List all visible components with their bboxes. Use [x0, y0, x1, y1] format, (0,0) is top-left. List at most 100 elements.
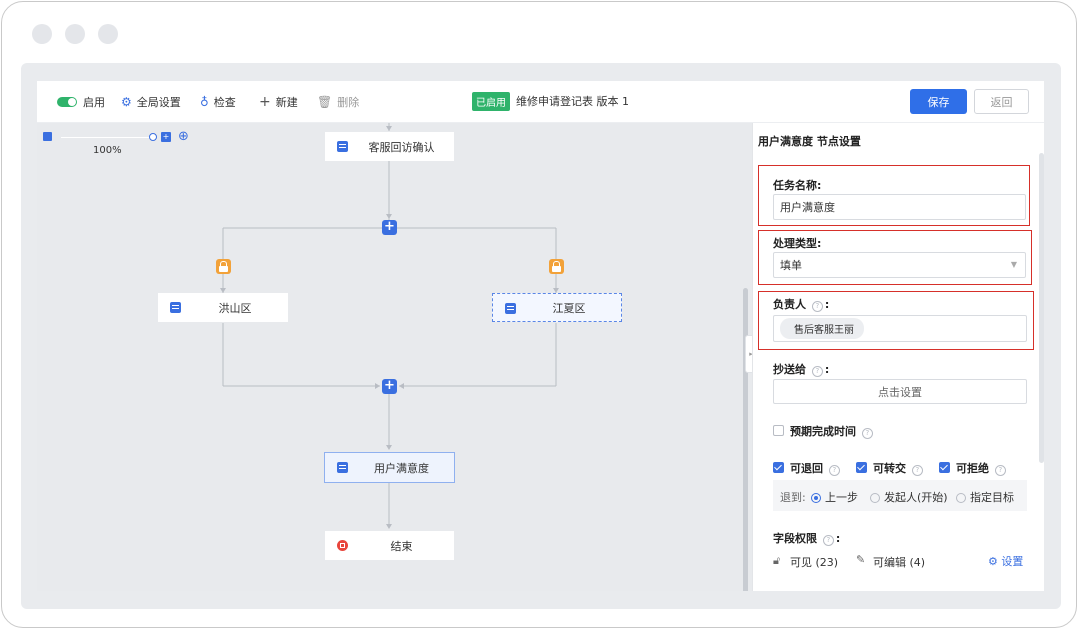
window-dot-minimize[interactable] — [65, 24, 85, 44]
form-icon — [337, 462, 348, 473]
zoom-level: 100% — [93, 145, 122, 156]
cc-label: 抄送给 — [773, 363, 806, 376]
global-settings-button[interactable]: ⚙ 全局设置 — [121, 93, 181, 110]
node-label: 洪山区 — [218, 301, 252, 315]
delete-button[interactable]: 🗑 删除 — [317, 93, 359, 110]
pencil-icon: ✎ — [856, 553, 866, 566]
stethoscope-icon: ♁ — [200, 94, 209, 109]
return-option-target[interactable]: 指定目标 — [956, 489, 1014, 505]
editable-count[interactable]: 可编辑 (4) — [873, 556, 926, 569]
window-dot-maximize[interactable] — [98, 24, 118, 44]
cc-settings-button[interactable]: 点击设置 — [773, 379, 1027, 404]
node-label: 客服回访确认 — [368, 140, 435, 154]
form-icon — [505, 303, 516, 314]
radio-icon — [956, 493, 966, 503]
field-perm-label-row: 字段权限 ?: — [773, 532, 841, 546]
node-satisfaction[interactable]: 用户满意度 — [324, 452, 455, 483]
task-name-label: 任务名称: — [773, 179, 822, 192]
return-to-label: 退到: — [780, 491, 806, 504]
help-icon[interactable]: ? — [911, 465, 923, 476]
can-reject-label: 可拒绝 — [956, 462, 989, 475]
return-option-initiator[interactable]: 发起人(开始) — [870, 489, 948, 505]
can-return-label: 可退回 — [790, 462, 823, 475]
due-time-checkbox[interactable] — [773, 425, 784, 436]
plus-icon: + — [259, 93, 271, 110]
assignee-label: 负责人 — [773, 298, 806, 311]
enable-label: 启用 — [83, 95, 105, 109]
field-perm-label: 字段权限 — [773, 532, 817, 545]
help-icon[interactable]: ? — [994, 465, 1006, 476]
task-name-input[interactable]: 用户满意度 — [773, 194, 1026, 220]
assignee-field[interactable]: 售后客服王丽 — [773, 315, 1027, 342]
can-return-checkbox[interactable] — [773, 462, 784, 473]
assignee-label-row: 负责人 ?: — [773, 298, 830, 312]
node-hongshan[interactable]: 洪山区 — [158, 293, 288, 322]
panel-title: 用户满意度 节点设置 — [758, 135, 861, 148]
return-option-prev[interactable]: 上一步 — [811, 489, 858, 505]
node-label: 江夏区 — [552, 301, 586, 315]
node-label: 用户满意度 — [374, 461, 429, 475]
toggle-switch-icon — [57, 96, 77, 107]
can-transfer-checkbox[interactable] — [856, 462, 867, 473]
window-dot-close[interactable] — [32, 24, 52, 44]
status-badge: 已启用 — [472, 91, 510, 111]
flow-connectors — [220, 123, 559, 529]
add-node-button[interactable]: + — [382, 220, 397, 235]
node-end[interactable]: 结束 — [325, 531, 454, 560]
form-icon — [170, 302, 181, 313]
highlight-box — [758, 165, 1030, 226]
node-jiangxia[interactable]: 江夏区 — [492, 293, 622, 322]
can-transfer-label: 可转交 — [873, 462, 906, 475]
highlight-box — [758, 230, 1032, 285]
locate-icon[interactable]: ⊕ — [178, 129, 189, 144]
flow-canvas[interactable]: + ⊕ 100% 客服回访确认 + 洪山区 江夏区 + 用户满意度 结束 — [37, 123, 752, 591]
form-title: 维修申请登记表 版本 1 — [516, 95, 629, 108]
can-return-label-row: 可退回 ? — [790, 460, 842, 476]
panel-scrollbar[interactable] — [1039, 153, 1044, 463]
toolbar: 启用 ⚙ 全局设置 ♁ 检查 + 新建 🗑 删除 已启用 维修申请登记表 版本 … — [37, 81, 1044, 123]
assignee-tag[interactable]: 售后客服王丽 — [780, 318, 864, 339]
new-label: 新建 — [275, 95, 298, 109]
can-reject-checkbox[interactable] — [939, 462, 950, 473]
chevron-down-icon: ▼ — [1010, 260, 1017, 269]
global-settings-label: 全局设置 — [136, 95, 181, 109]
help-icon[interactable]: ? — [861, 428, 873, 439]
help-icon[interactable]: ? — [811, 366, 823, 377]
zoom-slider-handle[interactable] — [149, 133, 157, 141]
branch-condition-icon[interactable] — [549, 259, 564, 274]
zoom-slider-track[interactable] — [61, 137, 149, 138]
canvas-scrollbar[interactable] — [743, 288, 748, 591]
node-service-review[interactable]: 客服回访确认 — [325, 132, 454, 161]
check-button[interactable]: ♁ 检查 — [200, 93, 236, 110]
back-button[interactable]: 返回 — [974, 89, 1029, 114]
node-label: 结束 — [390, 539, 413, 553]
radio-selected-icon — [811, 493, 821, 503]
form-status: 已启用 维修申请登记表 版本 1 — [472, 91, 629, 111]
check-label: 检查 — [213, 95, 236, 109]
branch-condition-icon[interactable] — [216, 259, 231, 274]
due-time-label-row: 预期完成时间 ? — [790, 423, 875, 439]
help-icon[interactable]: ? — [822, 535, 834, 546]
stop-icon — [337, 540, 348, 551]
help-icon[interactable]: ? — [811, 301, 823, 312]
zoom-out-icon[interactable] — [43, 132, 52, 141]
visible-count[interactable]: 可见 (23) — [790, 556, 839, 569]
new-button[interactable]: + 新建 — [259, 93, 298, 110]
help-icon[interactable]: ? — [828, 465, 840, 476]
trash-icon: 🗑 — [317, 94, 333, 109]
gear-icon: ⚙ — [121, 94, 132, 109]
add-node-button[interactable]: + — [382, 379, 397, 394]
node-settings-panel: 用户满意度 节点设置 任务名称: 用户满意度 处理类型: 填单 ▼ 负责人 ?:… — [752, 123, 1044, 591]
enable-toggle[interactable]: 启用 — [57, 93, 105, 110]
zoom-in-icon[interactable]: + — [161, 132, 171, 142]
due-time-label: 预期完成时间 — [790, 425, 856, 438]
cc-label-row: 抄送给 ?: — [773, 363, 830, 377]
radio-icon — [870, 493, 880, 503]
return-to-box: 退到: 上一步 发起人(开始) 指定目标 — [773, 480, 1027, 511]
field-settings-link[interactable]: ⚙ 设置 — [988, 555, 1024, 568]
can-transfer-label-row: 可转交 ? — [873, 460, 925, 476]
handle-type-select[interactable]: 填单 ▼ — [773, 252, 1026, 278]
save-button[interactable]: 保存 — [910, 89, 967, 114]
can-reject-label-row: 可拒绝 ? — [956, 460, 1008, 476]
gear-icon: ⚙ — [988, 555, 998, 568]
